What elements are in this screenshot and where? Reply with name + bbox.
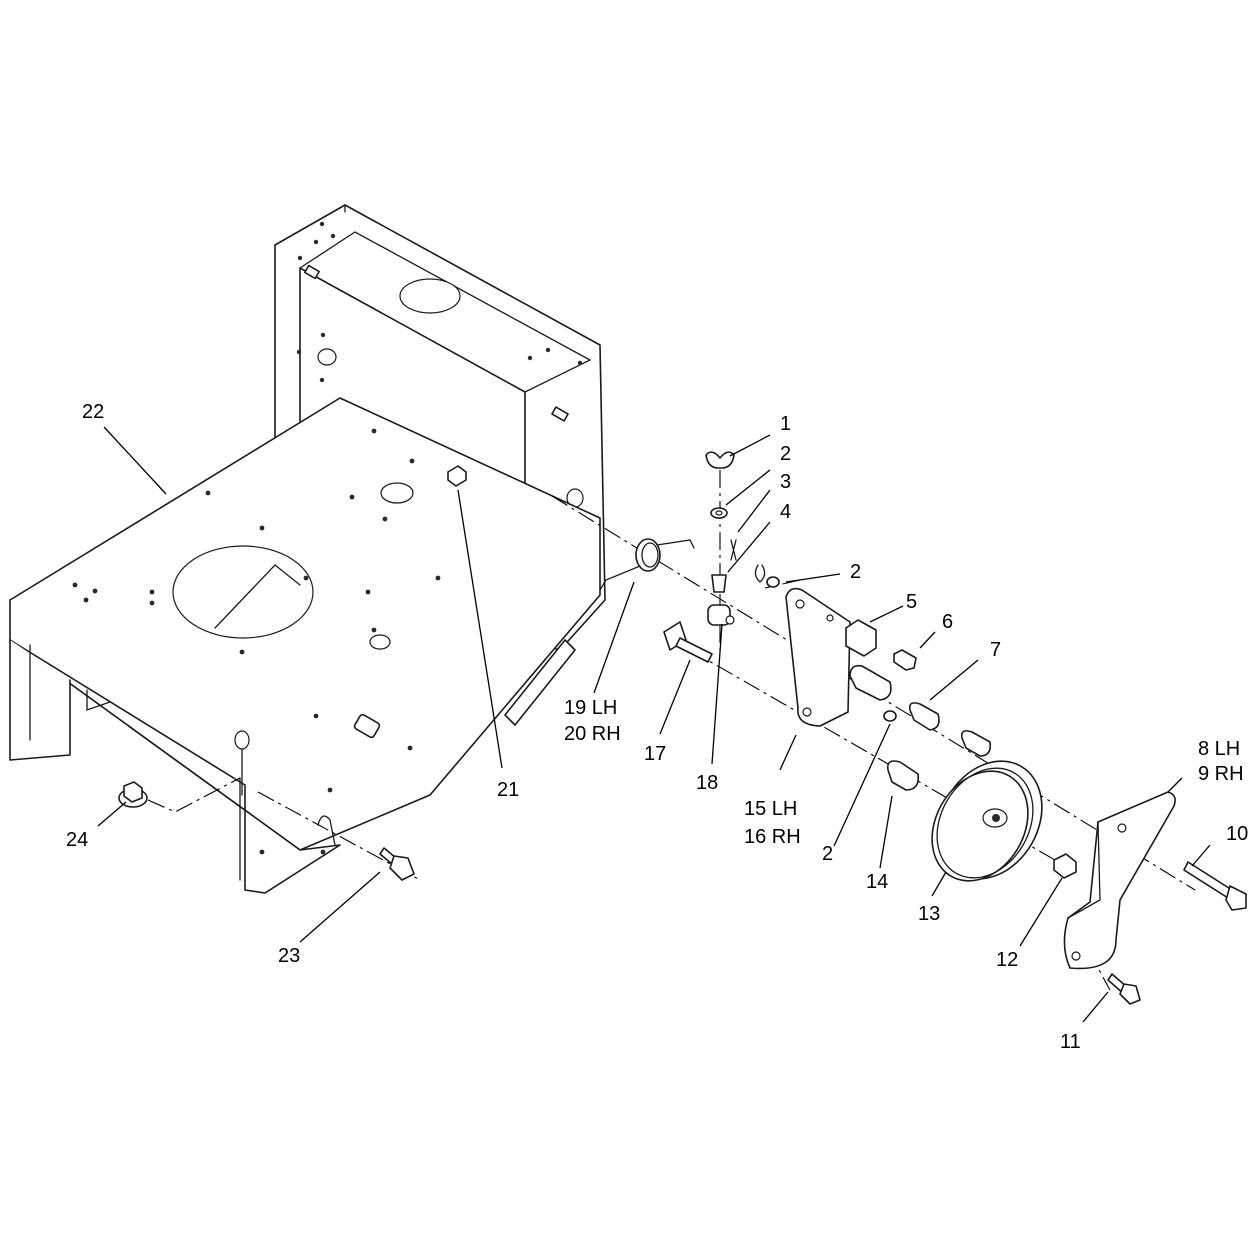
callout-6: 6 [942, 611, 953, 633]
upright-large-hole [399, 278, 461, 314]
leader-lines [97, 426, 1211, 1023]
flange-nut-24 [118, 781, 148, 808]
callout-1: 1 [780, 413, 791, 435]
spacer-5 [845, 619, 877, 657]
callout-22: 22 [82, 401, 104, 423]
callout-16-rh: 16 RH [744, 826, 801, 848]
callout-8-lh: 8 LH [1198, 738, 1240, 760]
frame-assembly [9, 204, 606, 894]
callout-2-right: 2 [850, 561, 861, 583]
spacer-14 [886, 760, 920, 791]
callout-4: 4 [780, 501, 791, 523]
callout-20-rh: 20 RH [564, 723, 621, 745]
idler-bracket [1063, 791, 1176, 970]
callout-5: 5 [906, 591, 917, 613]
callout-17: 17 [644, 743, 666, 765]
deck-large-cutout [172, 545, 314, 639]
carriage-bolt-17 [663, 621, 713, 663]
callout-3: 3 [780, 471, 791, 493]
bushing-upper [849, 664, 892, 701]
deck-front-apron [9, 639, 341, 894]
wing-nut [705, 451, 735, 469]
pin-6 [893, 649, 917, 671]
spacer-7b [960, 730, 992, 757]
callout-2-bottom: 2 [822, 843, 833, 865]
bolt-10 [1183, 861, 1247, 911]
callout-12: 12 [996, 949, 1018, 971]
spacers [845, 619, 992, 791]
callout-10: 10 [1226, 823, 1248, 845]
nut-21 [447, 465, 467, 487]
callout-24: 24 [66, 829, 88, 851]
callout-labels: 1 2 3 4 2 5 6 7 8 LH 9 RH 10 11 12 13 14… [66, 401, 1248, 1053]
callout-14: 14 [866, 871, 888, 893]
callout-15-lh: 15 LH [744, 798, 797, 820]
callout-18: 18 [696, 772, 718, 794]
locknut-12 [1053, 853, 1077, 879]
torsion-spring [599, 538, 695, 591]
spacer-7a [908, 702, 940, 731]
callout-13: 13 [918, 903, 940, 925]
callout-21: 21 [497, 779, 519, 801]
bolt-11 [1107, 973, 1141, 1005]
callout-23: 23 [278, 945, 300, 967]
idler-arm [785, 587, 851, 727]
callout-9-rh: 9 RH [1198, 763, 1244, 785]
callout-2-top: 2 [780, 443, 791, 465]
hardware-stack [705, 451, 780, 626]
callout-7: 7 [990, 639, 1001, 661]
callout-19-lh: 19 LH [564, 697, 617, 719]
callout-11: 11 [1060, 1031, 1081, 1053]
idler-pulley [931, 760, 1043, 882]
deck-side-skid [504, 639, 576, 726]
flange-bolt-23 [379, 847, 415, 881]
